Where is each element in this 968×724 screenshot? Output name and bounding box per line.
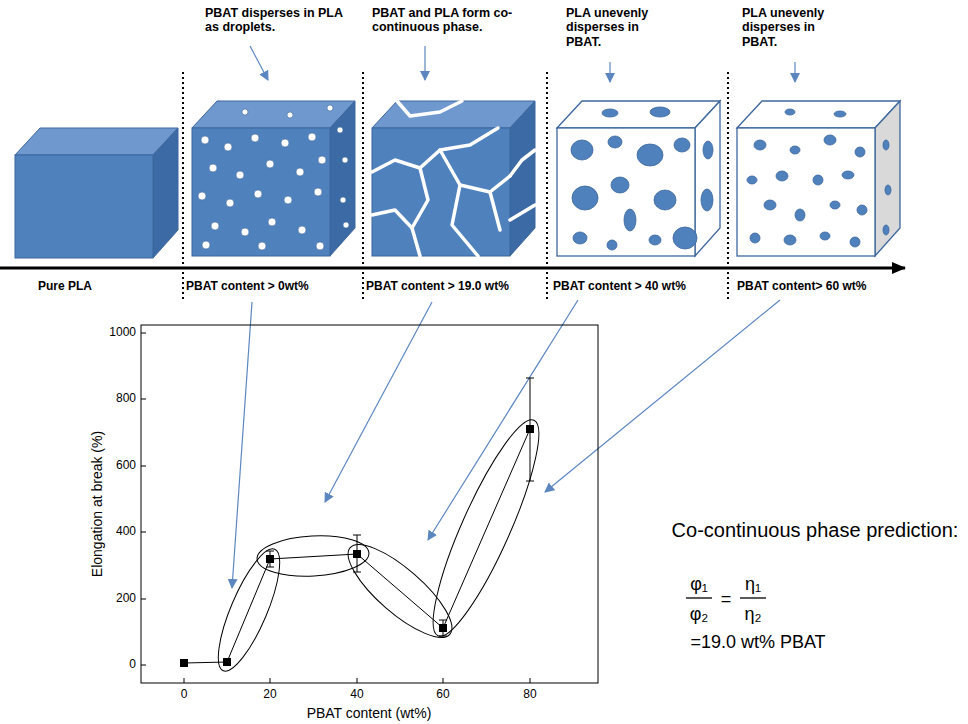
tick-label: 0 [181, 688, 188, 702]
tick-label: 40 [350, 688, 363, 702]
formula-symbol: φ₂ [690, 604, 709, 625]
axis-stage-label: Pure PLA [38, 280, 92, 294]
callout-text: PLA unevenly disperses in PBAT. [742, 6, 852, 49]
tick-label: 400 [116, 525, 136, 539]
axis-stage-label: PBAT content > 19.0 wt% [366, 280, 509, 294]
axis-stage-label: PBAT content > 0wt% [186, 280, 309, 294]
formula-symbol: η₂ [745, 604, 762, 625]
formula-symbol: η₁ [745, 574, 761, 595]
tick-label: 0 [129, 658, 136, 672]
formula-symbol: = [721, 589, 732, 610]
tick-label: 600 [116, 459, 136, 473]
axis-title: PBAT content (wt%) [307, 705, 432, 721]
axis-stage-label: PBAT content > 40 wt% [553, 280, 686, 294]
tick-label: 60 [436, 688, 449, 702]
callout-text: PBAT and PLA form co-continuous phase. [372, 6, 517, 35]
tick-label: 80 [523, 688, 536, 702]
formula-heading: Co-continuous phase prediction: [672, 519, 959, 542]
tick-label: 800 [116, 392, 136, 406]
axis-stage-label: PBAT content> 60 wt% [737, 280, 866, 294]
formula-symbol: φ₁ [690, 574, 708, 595]
axis-title: Elongation at break (%) [89, 431, 105, 577]
formula-result: =19.0 wt% PBAT [690, 632, 825, 653]
tick-label: 1000 [109, 326, 136, 340]
tick-label: 200 [116, 592, 136, 606]
tick-label: 20 [263, 688, 276, 702]
callout-text: PLA unevenly disperses in PBAT. [566, 6, 676, 49]
callout-text: PBAT disperses in PLA as droplets. [205, 6, 345, 35]
